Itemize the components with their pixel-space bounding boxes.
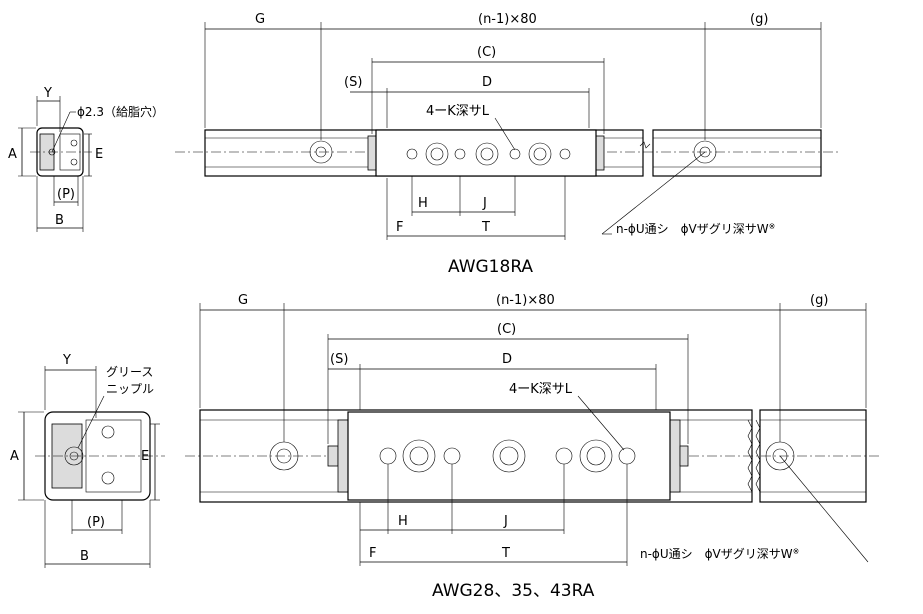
bottom-dim-g: G xyxy=(238,293,248,308)
bottom-dim-g-end: (g) xyxy=(810,293,828,308)
top-dim-f: F xyxy=(396,220,403,235)
top-counterbore-icon xyxy=(528,142,552,166)
top-rail-counterbore-icon xyxy=(309,140,333,164)
bottom-carriage-body xyxy=(347,411,671,501)
top-carriage xyxy=(367,129,605,177)
bottom-tap-note: 4ーK深サL xyxy=(509,382,573,397)
bottom-grease-nipple-right xyxy=(679,445,689,467)
top-dim-c: (C) xyxy=(477,45,496,60)
bottom-grease-nipple-icon xyxy=(64,446,84,466)
bottom-side-label-b: B xyxy=(80,549,89,564)
top-dim-g: G xyxy=(255,12,265,27)
awg18ra-drawing: Y ϕ2.3（給脂穴） A E (P) B xyxy=(8,12,840,277)
top-dim-j: J xyxy=(482,196,487,211)
bottom-end-screw-icon xyxy=(101,425,115,439)
top-drawing-title: AWG18RA xyxy=(448,257,533,277)
bottom-dim-c: (C) xyxy=(497,322,516,337)
bottom-dim-t: T xyxy=(501,546,510,561)
top-tap-hole-icon xyxy=(406,148,418,160)
bottom-dim-f: F xyxy=(369,546,376,561)
top-tap-hole-icon xyxy=(454,148,466,160)
bottom-dimensions: G (n-1)×80 (g) (C) D (S) 4ーK深サL H J xyxy=(199,293,869,601)
top-dim-h: H xyxy=(418,196,428,211)
bottom-end-screw-icon xyxy=(101,471,115,485)
top-rail-segment-right xyxy=(652,129,822,177)
bottom-end-view: Y グリース ニップル A E (P) B xyxy=(10,353,165,568)
top-side-label-a: A xyxy=(8,147,17,162)
top-grease-hole-note: ϕ2.3（給脂穴） xyxy=(77,104,164,119)
top-tap-note: 4ーK深サL xyxy=(426,104,490,119)
top-end-seal xyxy=(595,135,605,171)
top-dim-g-end: (g) xyxy=(750,12,768,27)
top-end-seal xyxy=(367,135,377,171)
top-counterbore-icon xyxy=(475,142,499,166)
bottom-hole-note: n-ϕU通シ ϕVザグリ深サW※ xyxy=(640,547,799,561)
top-dim-t: T xyxy=(481,220,490,235)
top-hole-note: n-ϕU通シ ϕVザグリ深サW※ xyxy=(616,222,775,236)
top-end-screw-icon xyxy=(70,139,78,147)
bottom-side-label-a: A xyxy=(10,449,19,464)
top-side-label-e: E xyxy=(95,147,103,162)
bottom-side-label-y: Y xyxy=(62,353,71,368)
bottom-end-seal xyxy=(337,419,349,493)
top-side-label-p: (P) xyxy=(57,187,75,202)
bottom-carriage xyxy=(327,411,689,501)
top-tap-hole-icon xyxy=(559,148,571,160)
bottom-dim-h: H xyxy=(398,514,408,529)
top-end-view: Y ϕ2.3（給脂穴） A E (P) B xyxy=(8,86,164,232)
bottom-counterbore-icon xyxy=(492,439,526,473)
bottom-drawing-title: AWG28、35、43RA xyxy=(432,581,595,601)
bottom-dim-d: D xyxy=(502,352,512,367)
bottom-counterbore-icon xyxy=(579,439,613,473)
bottom-side-label-p: (P) xyxy=(87,515,105,530)
bottom-dim-j: J xyxy=(503,514,508,529)
top-rail-counterbore-icon xyxy=(693,140,717,164)
bottom-dim-s: (S) xyxy=(330,352,348,367)
bottom-end-seal xyxy=(669,419,681,493)
top-end-screw-icon xyxy=(70,158,78,166)
top-dim-pitch: (n-1)×80 xyxy=(478,12,537,27)
top-tap-hole-icon xyxy=(509,148,521,160)
awg28-35-43ra-drawing: Y グリース ニップル A E (P) B xyxy=(10,293,880,601)
bottom-side-label-e: E xyxy=(141,449,149,464)
top-dimensions: G (n-1)×80 (g) (C) D (S) 4ーK深サL H J xyxy=(204,12,822,277)
top-side-label-b: B xyxy=(55,213,64,228)
top-dim-d: D xyxy=(482,75,492,90)
top-counterbore-icon xyxy=(425,142,449,166)
bottom-grease-nipple-note-2: ニップル xyxy=(106,382,154,396)
top-dim-s: (S) xyxy=(344,75,362,90)
top-break-mark-icon xyxy=(639,141,651,149)
bottom-grease-nipple-note-1: グリース xyxy=(106,365,153,379)
bottom-grease-nipple-left xyxy=(327,445,339,467)
top-carriage-body xyxy=(375,129,597,177)
top-side-label-y: Y xyxy=(43,86,52,101)
bottom-counterbore-icon xyxy=(402,439,436,473)
bottom-dim-pitch: (n-1)×80 xyxy=(496,293,555,308)
